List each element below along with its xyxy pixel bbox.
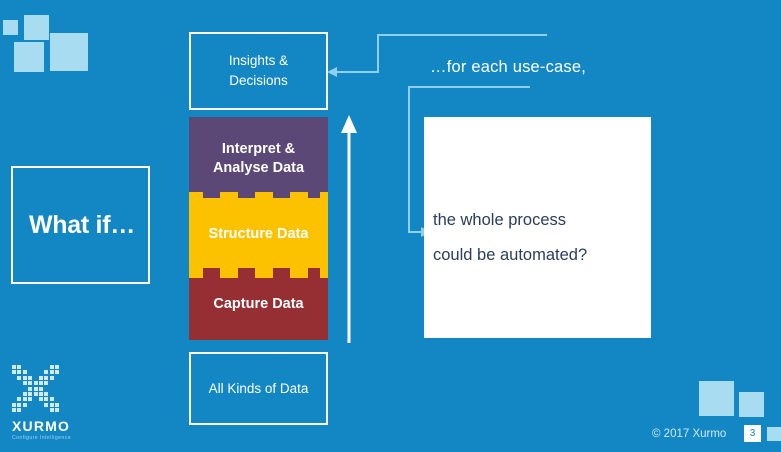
logo-dot <box>39 381 43 386</box>
automation-question-text: the whole process could be automated? <box>433 203 587 272</box>
decor-square-medium-2 <box>14 42 44 72</box>
feedback-arrow-upper-icon <box>327 34 547 77</box>
logo-dot <box>49 397 54 402</box>
logo-dot <box>55 365 60 369</box>
logo-dot <box>12 365 16 369</box>
logo-dot <box>44 370 49 375</box>
logo-dot <box>17 397 22 402</box>
logo-dot <box>39 392 43 396</box>
logo-dot <box>49 408 54 413</box>
flow-up-arrow-icon <box>341 115 357 343</box>
logo-dot <box>17 365 22 369</box>
logo-dot <box>44 381 49 386</box>
decor-square-footer-medium <box>739 392 764 417</box>
logo-dot <box>49 402 54 407</box>
logo-dot <box>55 408 60 413</box>
outcome-line-2: Decisions <box>229 73 288 88</box>
outcome-line-1: Insights & <box>228 53 289 69</box>
xurmo-logo-name: XURMO <box>12 418 71 434</box>
logo-dot <box>12 408 16 413</box>
xurmo-logo-mark-icon <box>12 365 64 415</box>
page-number-badge: 3 <box>744 425 761 442</box>
pipeline-outcome-box: Insights & Decisions <box>189 32 328 110</box>
copyright-text: © 2017 Xurmo <box>652 428 727 440</box>
logo-dot <box>44 402 49 407</box>
pipeline-step-structure: Structure Data <box>189 198 328 270</box>
logo-dot <box>17 408 22 413</box>
logo-dot <box>49 375 54 380</box>
pipeline-input-label: All Kinds of Data <box>208 381 309 396</box>
logo-dot <box>39 375 43 380</box>
decor-square-footer-small <box>767 427 781 441</box>
logo-dot <box>44 397 49 402</box>
decor-square-small <box>3 20 18 35</box>
what-if-callout: What if… <box>11 166 150 284</box>
decor-square-large <box>50 33 88 71</box>
logo-dot <box>55 370 60 375</box>
pipeline-step-capture: Capture Data <box>189 268 328 340</box>
automation-question-panel: the whole process could be automated? <box>424 117 651 338</box>
logo-dot <box>22 392 27 396</box>
logo-dot <box>55 402 60 407</box>
logo-dot <box>39 386 43 391</box>
automation-question-line-2: could be automated? <box>433 245 588 264</box>
xurmo-logo-tagline: Configure Intelligence <box>12 435 71 441</box>
logo-dot <box>33 392 38 396</box>
logo-dot <box>17 370 22 375</box>
logo-dot <box>22 402 27 407</box>
interpret-line-1: Interpret & <box>221 141 296 158</box>
pipeline-step-capture-label: Capture Data <box>213 295 304 312</box>
pipeline-input-box: All Kinds of Data <box>189 352 328 425</box>
logo-dot <box>49 370 54 375</box>
logo-dot <box>12 370 16 375</box>
logo-dot <box>33 386 38 391</box>
logo-dot <box>17 375 22 380</box>
logo-dot <box>49 365 54 369</box>
logo-dot <box>28 397 33 402</box>
logo-dot <box>22 397 27 402</box>
logo-dot <box>44 392 49 396</box>
logo-dot <box>12 402 16 407</box>
decor-square-medium <box>24 15 49 40</box>
automation-question-line-1: the whole process <box>433 211 566 229</box>
logo-dot <box>22 375 27 380</box>
logo-dot <box>33 381 38 386</box>
interpret-line-2: Analyse Data <box>212 159 305 176</box>
interlock-notch-bottom <box>189 262 328 278</box>
logo-dot <box>39 397 43 402</box>
logo-dot <box>22 381 27 386</box>
pipeline-outcome-label: Insights & Decisions <box>229 51 288 90</box>
logo-dot <box>28 386 33 391</box>
pipeline-step-interpret: Interpret & Analyse Data <box>189 117 328 200</box>
interlock-notch-top <box>189 192 328 208</box>
logo-dot <box>17 402 22 407</box>
logo-dot <box>28 381 33 386</box>
pipeline-step-interpret-label: Interpret & Analyse Data <box>213 140 304 176</box>
xurmo-logo: XURMO Configure Intelligence <box>12 365 72 441</box>
logo-dot <box>28 392 33 396</box>
what-if-label: What if… <box>29 210 135 239</box>
logo-dot <box>22 370 27 375</box>
decor-square-footer-large <box>699 381 734 416</box>
logo-dot <box>28 375 33 380</box>
logo-dot <box>44 375 49 380</box>
use-case-caption: …for each use-case, <box>430 58 587 76</box>
pipeline-step-structure-label: Structure Data <box>208 225 309 242</box>
